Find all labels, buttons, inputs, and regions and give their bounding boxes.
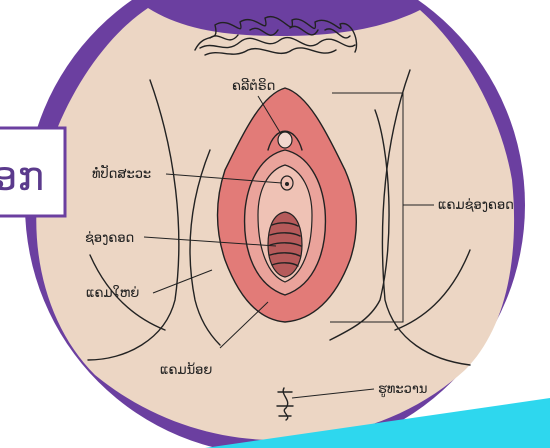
label-vaginal-opening: ຊ່ອງຄອດ <box>85 231 134 246</box>
label-urethra: ທໍ່ປັດສະວະ <box>92 166 151 182</box>
partial-title-box: ອກ <box>0 128 65 216</box>
label-vulva-side: ແຄມຊ່ອງຄອດ <box>438 198 514 213</box>
label-clitoris: ຄລີຕໍຣິດ <box>232 78 275 94</box>
label-anus: ຮູທະວານ <box>378 382 427 397</box>
urethra-dot <box>285 182 289 186</box>
arrow-icon <box>15 361 37 382</box>
label-labia-majora: ແຄມໃຫຍ່ <box>86 286 139 301</box>
partial-title-text: ອກ <box>0 154 44 200</box>
clitoris <box>278 132 292 148</box>
label-labia-minora: ແຄມນ້ອຍ <box>160 362 212 378</box>
